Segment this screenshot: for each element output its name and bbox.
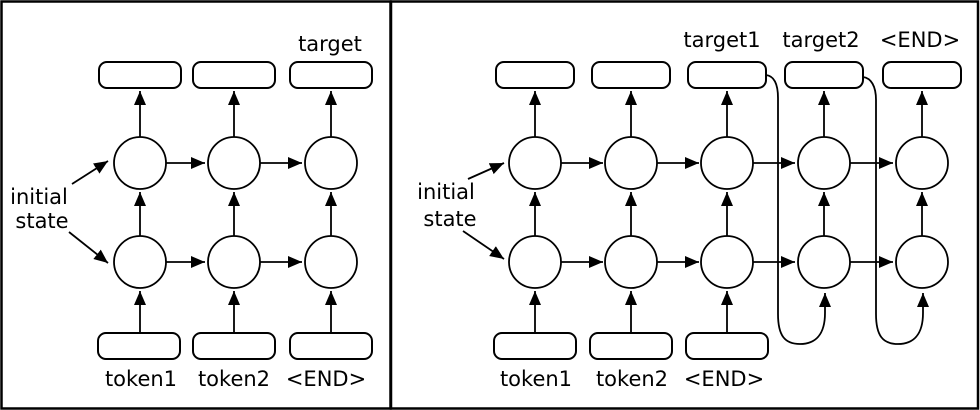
rnn-cell <box>797 235 851 289</box>
input-box <box>685 332 769 360</box>
initial-state-label-line2: state <box>15 209 68 233</box>
initial-state-arrow-top <box>467 162 505 180</box>
rnn-cell <box>700 235 754 289</box>
rnn-cell <box>797 136 851 190</box>
rnn-cell <box>895 136 949 190</box>
token-label: token1 <box>105 367 177 391</box>
initial-state-label-line1: initial <box>10 185 68 209</box>
rnn-cell <box>304 235 358 289</box>
input-box <box>493 332 577 360</box>
rnn-cell <box>113 235 167 289</box>
left-panel: target token1 token2 <END> <box>0 0 392 410</box>
output-box <box>289 61 373 89</box>
input-box <box>192 332 276 360</box>
rnn-cell <box>304 136 358 190</box>
input-box <box>289 332 373 360</box>
target-label: target <box>298 32 362 56</box>
output-box <box>98 61 182 89</box>
right-panel: target1 target2 <END> <box>389 0 980 410</box>
target-label: <END> <box>880 28 960 52</box>
rnn-cell <box>207 136 261 190</box>
token-label: <END> <box>684 367 764 391</box>
initial-state-arrow-top <box>71 160 109 185</box>
feedback-arrow-1 <box>765 74 831 345</box>
token-label: token2 <box>198 367 270 391</box>
output-box <box>591 61 671 89</box>
feedback-arrow-2 <box>862 76 929 345</box>
output-box <box>192 61 276 89</box>
target-label: target2 <box>782 28 859 52</box>
output-box <box>687 61 767 89</box>
rnn-cell <box>508 235 562 289</box>
rnn-cell <box>895 235 949 289</box>
rnn-cell <box>604 235 658 289</box>
input-box <box>589 332 673 360</box>
rnn-cell <box>508 136 562 190</box>
initial-state-label-line2: state <box>423 207 476 231</box>
output-box <box>784 61 864 89</box>
rnn-cell <box>207 235 261 289</box>
rnn-cell <box>113 136 167 190</box>
target-label: target1 <box>683 28 760 52</box>
output-box <box>495 61 575 89</box>
token-label: token2 <box>596 367 668 391</box>
output-box <box>882 61 962 89</box>
token-label: <END> <box>286 367 366 391</box>
rnn-cell <box>700 136 754 190</box>
right-panel-border <box>389 0 980 410</box>
input-box <box>97 332 181 360</box>
token-label: token1 <box>500 367 572 391</box>
rnn-cell <box>604 136 658 190</box>
initial-state-label-line1: initial <box>417 180 475 204</box>
initial-state-arrow-bottom <box>462 230 505 260</box>
initial-state-arrow-bottom <box>68 231 109 264</box>
